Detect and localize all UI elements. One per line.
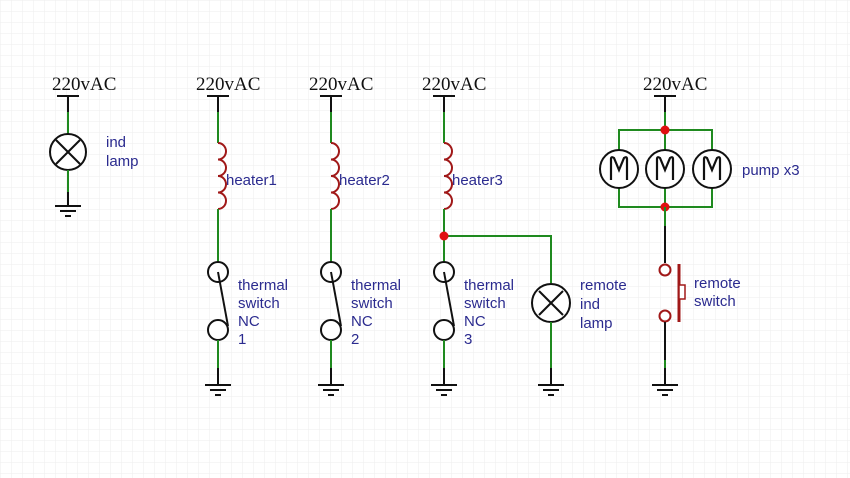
switch-label: 1 bbox=[238, 331, 246, 348]
pushbutton-icon bbox=[658, 263, 686, 323]
circuit-indicator: 220vAC ind lamp bbox=[49, 74, 139, 217]
motor-icon bbox=[692, 149, 732, 189]
pump-label: pump x3 bbox=[742, 162, 800, 179]
remote-switch-label: switch bbox=[694, 293, 736, 310]
circuit-pumps: 220vAC pump x3 remote switch bbox=[599, 74, 800, 396]
lamp-icon bbox=[49, 133, 87, 171]
supply-label: 220vAC bbox=[196, 74, 260, 95]
switch-label: switch bbox=[351, 295, 393, 312]
switch-label: thermal bbox=[351, 277, 401, 294]
supply-label: 220vAC bbox=[309, 74, 373, 95]
heater-label: heater2 bbox=[339, 172, 390, 189]
remote-lamp-label: lamp bbox=[580, 315, 613, 332]
thermal-switch-icon bbox=[320, 261, 342, 341]
switch-label: NC bbox=[351, 313, 373, 330]
lamp-icon bbox=[531, 283, 571, 323]
lamp-label: lamp bbox=[106, 153, 139, 170]
motor-icon bbox=[645, 149, 685, 189]
remote-lamp-branch: remote ind lamp bbox=[439, 231, 627, 396]
heater-coil-icon bbox=[330, 142, 340, 210]
heater-coil-icon bbox=[443, 142, 453, 210]
remote-lamp-label: remote bbox=[580, 277, 627, 294]
supply-label: 220vAC bbox=[643, 74, 707, 95]
remote-lamp-label: ind bbox=[580, 296, 600, 313]
switch-label: NC bbox=[464, 313, 486, 330]
heater-coil-icon bbox=[217, 142, 227, 210]
heater-label: heater1 bbox=[226, 172, 277, 189]
switch-label: 2 bbox=[351, 331, 359, 348]
switch-label: thermal bbox=[464, 277, 514, 294]
switch-label: thermal bbox=[238, 277, 288, 294]
junction-dot bbox=[660, 125, 670, 135]
motor-icon bbox=[599, 149, 639, 189]
switch-label: 3 bbox=[464, 331, 472, 348]
wire bbox=[444, 235, 552, 283]
lamp-label: ind bbox=[106, 134, 126, 151]
remote-switch-label: remote bbox=[694, 275, 741, 292]
switch-label: switch bbox=[238, 295, 280, 312]
thermal-switch-icon bbox=[207, 261, 229, 341]
junction-dot bbox=[439, 231, 449, 241]
switch-label: switch bbox=[464, 295, 506, 312]
supply-label: 220vAC bbox=[52, 74, 116, 95]
switch-label: NC bbox=[238, 313, 260, 330]
heater-label: heater3 bbox=[452, 172, 503, 189]
supply-label: 220vAC bbox=[422, 74, 486, 95]
